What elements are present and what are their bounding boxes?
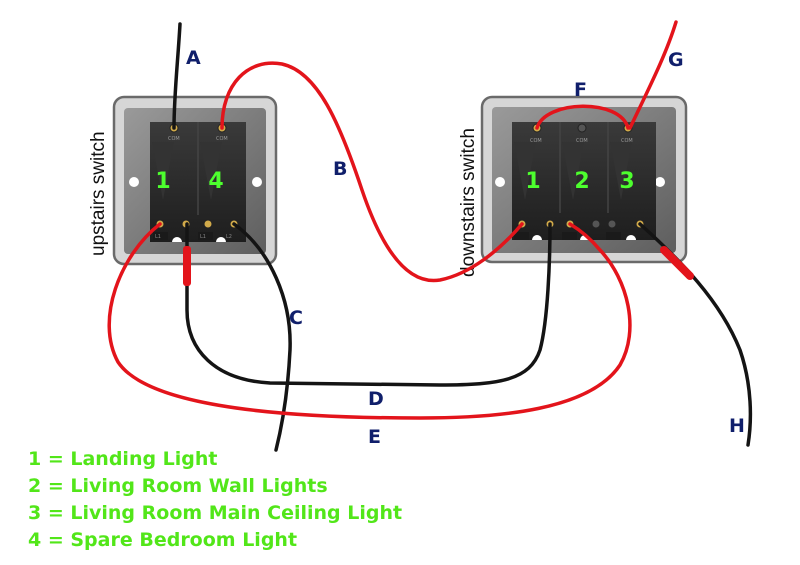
terminal-label-com: COM	[216, 136, 228, 142]
wire-b	[220, 61, 524, 283]
wire-e	[107, 222, 632, 420]
wire-label-b: B	[333, 158, 347, 180]
downstairs-gang2-com-terminal	[577, 123, 587, 133]
downstairs-gang-number: 2	[574, 169, 589, 194]
downstairs-gang-number: 1	[525, 169, 540, 194]
red-sleeve-d	[183, 246, 191, 286]
wire-label-a: A	[186, 47, 201, 69]
upstairs-switch-screw-right	[252, 177, 262, 187]
upstairs-gang-number: 4	[208, 169, 223, 194]
upstairs-switch-label: upstairs switch	[88, 131, 109, 256]
wire-label-d: D	[368, 388, 384, 410]
legend-item: 1 = Landing Light	[28, 448, 218, 470]
wire-a	[172, 22, 182, 130]
downstairs-switch-body	[512, 122, 656, 240]
wire-label-g: G	[668, 49, 684, 71]
terminal-label-com: COM	[530, 138, 542, 144]
terminal-label-com: COM	[168, 136, 180, 142]
legend-item: 2 = Living Room Wall Lights	[28, 475, 328, 497]
downstairs-gang2-l2-terminal	[591, 219, 601, 229]
upstairs-gang4-l1-terminal	[203, 219, 213, 229]
wire-d	[185, 222, 552, 387]
legend: 1 = Landing Light 2 = Living Room Wall L…	[28, 446, 402, 554]
wire-c	[232, 222, 292, 452]
red-sleeve-h	[660, 246, 694, 280]
wire-g	[628, 20, 678, 130]
terminal-label-l1: L1	[155, 234, 161, 240]
upstairs-switch-screw-left	[129, 177, 139, 187]
wire-f	[535, 104, 630, 130]
wire-labels: A B C D E F G H	[186, 47, 745, 448]
downstairs-switch-label: downstairs switch	[458, 128, 479, 277]
wire-label-h: H	[729, 415, 745, 437]
terminal-label-com: COM	[621, 138, 633, 144]
upstairs-gang-number: 1	[155, 169, 170, 194]
legend-item: 4 = Spare Bedroom Light	[28, 529, 298, 551]
downstairs-switch-screw-left	[495, 177, 505, 187]
terminal-label-l2: L2	[226, 234, 232, 240]
wire-label-f: F	[574, 79, 587, 101]
terminal-label-com: COM	[576, 138, 588, 144]
wire-label-e: E	[368, 426, 381, 448]
wire-label-c: C	[289, 307, 303, 329]
downstairs-switch: COM COM COM 1 2 3 downstairs switch	[458, 95, 688, 277]
terminal-label-l1: L1	[200, 234, 206, 240]
downstairs-gang-number: 3	[619, 169, 634, 194]
downstairs-switch-screw-right	[655, 177, 665, 187]
upstairs-switch: COM COM L1 L1 L2 1 4 upstairs switch	[88, 95, 278, 266]
legend-item: 3 = Living Room Main Ceiling Light	[28, 502, 403, 524]
downstairs-gang3-l1-terminal	[607, 219, 617, 229]
